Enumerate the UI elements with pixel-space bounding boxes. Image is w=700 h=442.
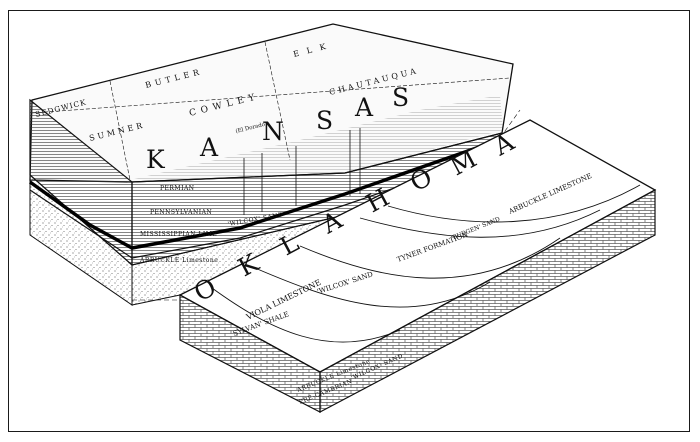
strata-pennsylvanian: PENNSYLVANIAN xyxy=(150,209,212,216)
strata-permian: PERMIAN xyxy=(160,185,195,192)
kansas-letter-6: S xyxy=(392,83,411,112)
kansas-letter-3: N xyxy=(262,117,286,146)
kansas-letter-1: K xyxy=(146,145,167,174)
kansas-letter-2: A xyxy=(199,133,220,162)
kansas-letter-5: A xyxy=(354,93,375,122)
strata-arbuckle-kansas: ARBUCKLE Limestone xyxy=(139,257,218,264)
kansas-letter-4: S xyxy=(316,106,335,135)
strata-mississippian: MISSISSIPPIAN LIME xyxy=(140,231,217,238)
